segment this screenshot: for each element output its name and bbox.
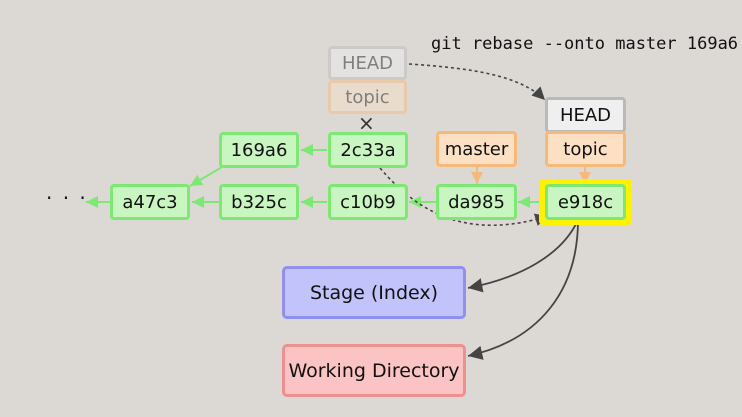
- commit-169a6: 169a6: [219, 132, 299, 168]
- commit-da985: da985: [436, 184, 517, 220]
- commit-169a6-label: 169a6: [230, 139, 288, 161]
- head-ref: HEAD: [545, 97, 626, 133]
- arrow-to-working-directory: [467, 219, 579, 360]
- head-label: HEAD: [559, 104, 612, 126]
- working-directory-area: Working Directory: [282, 344, 466, 397]
- old-topic-label: topic: [345, 86, 390, 108]
- old-head-label: HEAD: [341, 52, 394, 74]
- commit-a47c3-label: a47c3: [122, 191, 178, 213]
- commit-b325c-label: b325c: [231, 191, 287, 213]
- old-topic-branch: topic: [328, 80, 407, 114]
- rebase-command-text: git rebase --onto master 169a6: [431, 34, 739, 54]
- commit-2c33a-label: 2c33a: [340, 139, 396, 161]
- topic-branch: topic: [545, 131, 626, 167]
- master-branch: master: [436, 131, 517, 167]
- topic-label: topic: [563, 138, 608, 160]
- history-ellipsis: · · ·: [46, 186, 88, 210]
- rebase-head-move-arrow: [408, 63, 546, 101]
- master-label: master: [444, 138, 509, 160]
- stage-index-area: Stage (Index): [282, 266, 466, 319]
- stage-label: Stage (Index): [309, 281, 439, 304]
- removed-marker: ×: [358, 111, 375, 135]
- commit-2c33a: 2c33a: [328, 132, 408, 168]
- commit-da985-label: da985: [448, 191, 505, 213]
- commit-c10b9: c10b9: [328, 184, 408, 220]
- commit-c10b9-label: c10b9: [340, 191, 396, 213]
- arrow-to-stage: [467, 219, 579, 293]
- commit-b325c: b325c: [219, 184, 299, 220]
- commit-a47c3: a47c3: [110, 184, 190, 220]
- old-head-ref: HEAD: [328, 46, 407, 80]
- commit-e918c: e918c: [545, 184, 626, 220]
- working-directory-label: Working Directory: [288, 359, 460, 382]
- commit-e918c-label: e918c: [557, 191, 614, 213]
- link-169a6-b325c: [189, 166, 223, 187]
